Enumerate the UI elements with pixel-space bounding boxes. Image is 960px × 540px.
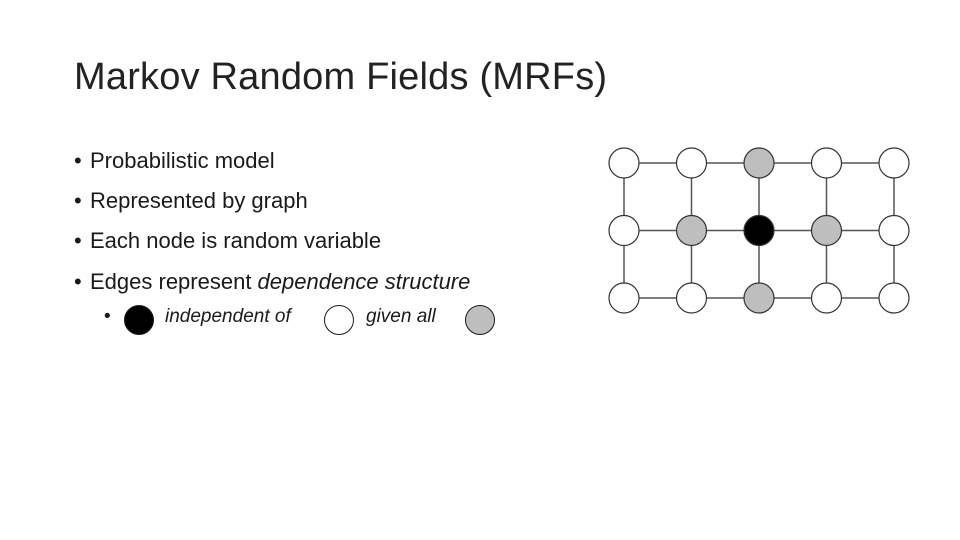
query-node-legend-icon xyxy=(124,305,154,335)
graph-nodes xyxy=(608,147,910,314)
sub-bullet-dot: • xyxy=(104,306,111,327)
graph-node-neighbor xyxy=(675,214,708,247)
bullet-dot: • xyxy=(74,188,82,213)
bullet-text: Each node is random variable xyxy=(90,228,382,253)
graph-node-free xyxy=(608,147,640,179)
bullet-dot: • xyxy=(74,269,82,294)
graph-node-free xyxy=(810,147,843,179)
graph-node-free xyxy=(878,282,910,314)
graph-node-free xyxy=(878,147,910,179)
graph-node-neighbor xyxy=(810,214,843,247)
bullet-emphasis-text: dependence structure xyxy=(257,269,471,294)
graph-node-free xyxy=(608,214,640,247)
graph-node-query xyxy=(743,214,775,247)
bullet-text: Probabilistic model xyxy=(90,148,275,173)
graph-node-free xyxy=(675,147,708,179)
slide-title: Markov Random Fields (MRFs) xyxy=(74,56,608,98)
graph-node-free xyxy=(608,282,640,314)
bullet-dot: • xyxy=(74,228,82,253)
bullet-edges-represent: • Edges represent dependence structure xyxy=(74,269,470,295)
bullet-text: Edges represent xyxy=(90,269,258,294)
graph-node-neighbor xyxy=(743,147,775,179)
neighbor-node-legend-icon xyxy=(465,305,495,335)
bullet-represented-by-graph: • Represented by graph xyxy=(74,188,308,214)
given-all-text: given all xyxy=(366,306,436,327)
mrf-grid-graph xyxy=(608,147,910,314)
bullet-each-node: • Each node is random variable xyxy=(74,228,381,254)
graph-node-free xyxy=(675,282,708,314)
free-node-legend-icon xyxy=(324,305,354,335)
graph-node-free xyxy=(878,214,910,247)
bullet-dot: • xyxy=(74,148,82,173)
graph-node-free xyxy=(810,282,843,314)
bullet-text: Represented by graph xyxy=(90,188,308,213)
graph-node-neighbor xyxy=(743,282,775,314)
independent-of-text: independent of xyxy=(165,306,291,327)
bullet-probabilistic-model: • Probabilistic model xyxy=(74,148,275,174)
